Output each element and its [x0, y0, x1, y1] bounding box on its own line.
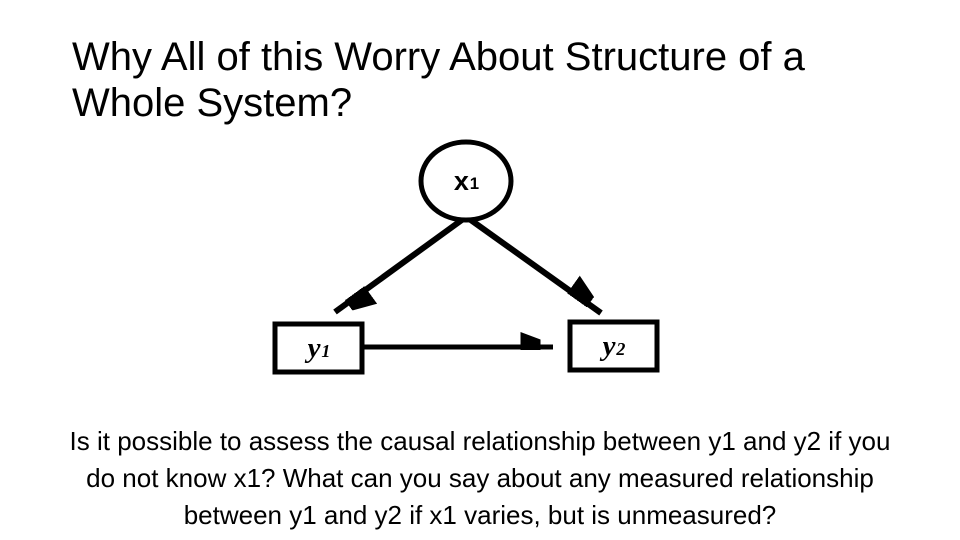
- body-text-line-1: Is it possible to assess the causal rela…: [69, 426, 891, 456]
- node-x1-ellipse: [418, 139, 514, 223]
- node-y2-label-base: y: [602, 329, 616, 362]
- slide-title-line-1: Why All of this Worry About Structure of…: [72, 35, 805, 79]
- body-text-line-3: between y1 and y2 if x1 varies, but is u…: [183, 500, 777, 530]
- body-text-line-2: do not know x1? What can you say about a…: [86, 463, 874, 493]
- node-y1-label-base: y: [307, 331, 321, 364]
- slide-title-line-2: Whole System?: [72, 81, 353, 125]
- node-y1-rect: [272, 321, 365, 375]
- node-x1-label-base: x: [453, 165, 469, 196]
- slide-title: Why All of this Worry About Structure of…: [72, 34, 922, 126]
- body-text: Is it possible to assess the causal rela…: [0, 423, 960, 534]
- node-y2-rect: [567, 319, 660, 373]
